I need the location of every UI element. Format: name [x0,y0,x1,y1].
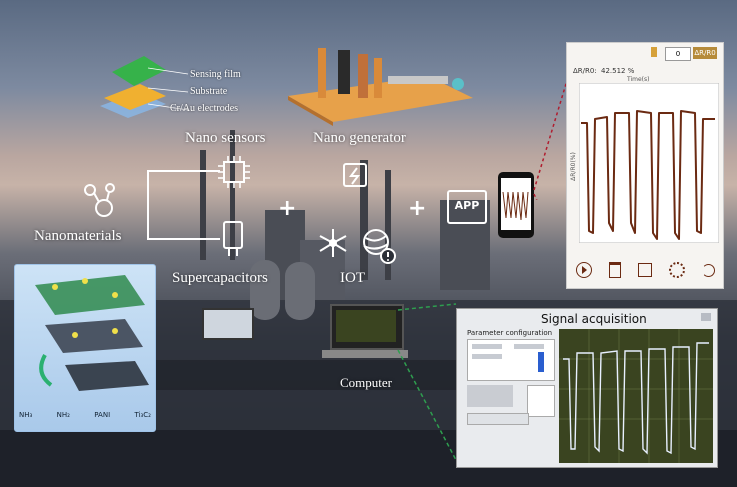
readout-label: ΔR/R0: [573,67,597,75]
battery-bolt-icon [343,163,367,187]
field-input[interactable] [467,413,529,425]
nanomaterials-label: Nanomaterials [34,228,122,244]
capacitor-icon [223,221,243,256]
window-title: Signal acquisition [541,312,647,326]
value-box [527,385,555,417]
electrodes-label: Cr/Au electrodes [170,103,239,114]
lock-icon [651,47,657,57]
app-toolbar [567,255,723,285]
app-icon: APP [447,190,487,224]
bracket-connector [147,170,220,240]
play-button[interactable] [575,262,592,278]
parameter-input[interactable]: 0 [665,47,691,61]
globe-alert-icon [363,229,396,264]
nano-generator-label: Nano generator [313,130,406,146]
phone-screen [501,178,531,230]
settings-button[interactable] [668,262,685,278]
supercapacitors-label: Supercapacitors [172,270,268,286]
computer-label: Computer [340,375,392,390]
plus-icon: + [408,196,427,221]
substrate-label: Substrate [190,86,228,97]
legend-item: Ti₃C₂ [134,411,151,419]
mode-button[interactable]: ΔR/R0 [693,47,717,59]
legend-item: NH₂ [56,411,70,419]
signal-acquisition-window: Signal acquisition Parameter configurati… [456,308,718,468]
legend-item: NH₃ [19,411,33,419]
iot-label: IOT [340,270,365,286]
trash-button[interactable] [608,262,621,278]
y-axis-label: ΔR/R0(%) [569,152,577,181]
x-axis-label: Time(s) [627,76,650,83]
app-sensing-panel: 0 ΔR/R0 ΔR/R0: 42.512 % Time(s) ΔR/R0(%) [566,42,724,289]
save-button[interactable] [637,263,652,277]
smartphone [498,172,534,238]
laptop-screen [336,310,396,342]
readout-value: 42.512 % [601,67,635,75]
section-title: Parameter configuration [467,329,553,337]
sensor-layers-illustration [100,56,166,118]
phone-panel-connector [533,63,573,200]
nano-generator-illustration [288,48,473,126]
legend-item: PANI [94,411,111,419]
laptop-keyboard [322,350,408,358]
material-layers-illustration [35,275,149,391]
laptop-left [202,308,254,340]
layer-leader-lines [148,67,189,111]
response-curve [579,83,719,243]
nano-sensors-label: Nano sensors [185,130,266,146]
material-legend: NH₃ NH₂ PANI Ti₃C₂ [19,411,151,419]
plus-icon: + [278,196,297,221]
sensing-film-label: Sensing film [190,69,241,80]
status-box [467,385,513,407]
material-structure-render: NH₃ NH₂ PANI Ti₃C₂ [14,264,156,432]
undo-button[interactable] [701,263,715,277]
signal-plot [559,329,713,463]
network-icon [319,229,347,257]
window-button[interactable] [701,313,711,321]
signal-curve [559,329,713,463]
phone-mini-chart [502,191,529,221]
computer-panel-connector [397,303,457,461]
laptop-computer [330,304,404,350]
app-label: APP [454,199,480,212]
molecule-icon [84,183,115,217]
chip-icon [218,156,250,188]
config-fields[interactable] [467,339,555,381]
